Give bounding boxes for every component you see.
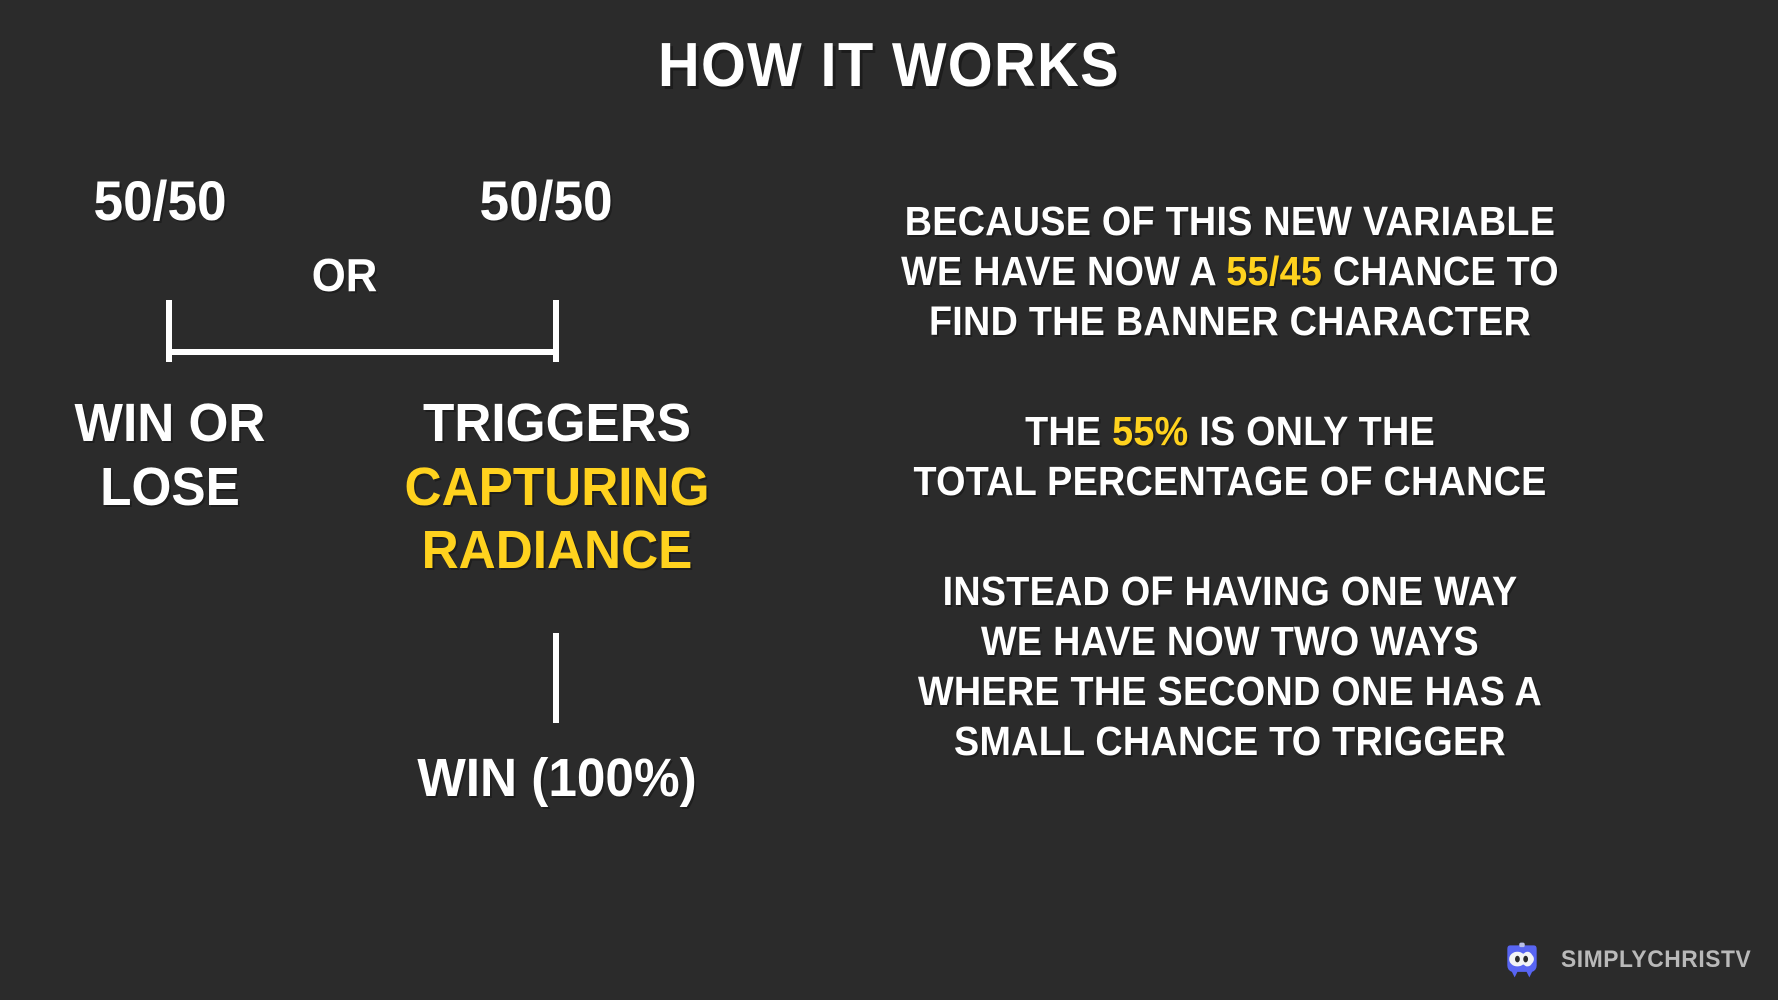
note-line: WE HAVE NOW A 55/45 CHANCE TO [871, 246, 1589, 296]
note-text: THE [1025, 408, 1113, 455]
note-accent-text: 55% [1112, 408, 1189, 455]
note-text: WE HAVE NOW A [901, 248, 1227, 295]
note-text: INSTEAD OF HAVING ONE WAY [942, 568, 1518, 615]
note-text: IS ONLY THE [1188, 408, 1435, 455]
note-text: SMALL CHANCE TO TRIGGER [954, 718, 1506, 765]
watermark: SIMPLYCHRISTV [1500, 938, 1756, 982]
branch-connector-line [553, 633, 559, 723]
note-line: THE 55% IS ONLY THE [871, 406, 1589, 456]
note-text: FIND THE BANNER CHARACTER [928, 298, 1532, 345]
page-title: HOW IT WORKS [658, 31, 1120, 100]
bracket-tick-right [553, 300, 559, 362]
probability-diagram: 50/50 50/50 OR WIN OR LOSE TRIGGERS CAPT… [0, 0, 820, 1000]
branch-right-accent-label: CAPTURING RADIANCE [404, 456, 710, 581]
branch-outcome-right: TRIGGERS CAPTURING RADIANCE [360, 392, 753, 583]
note-text: CHANCE TO [1322, 248, 1559, 295]
note-accent-text: 55/45 [1226, 248, 1323, 295]
discord-icon [1507, 942, 1537, 978]
branch-outcome-left: WIN OR LOSE [74, 393, 266, 517]
note-line: FIND THE BANNER CHARACTER [871, 296, 1589, 346]
bracket-tick-left [166, 300, 172, 362]
note-text: BECAUSE OF THIS NEW VARIABLE [904, 198, 1556, 244]
or-connector-label: OR [311, 249, 378, 301]
note-line: WHERE THE SECOND ONE HAS A [871, 666, 1589, 716]
odds-label-left: 50/50 [93, 169, 227, 232]
note-text: TOTAL PERCENTAGE OF CHANCE [913, 458, 1547, 505]
branch-right-primary-label: TRIGGERS [423, 393, 691, 453]
note-line: SMALL CHANCE TO TRIGGER [871, 716, 1589, 766]
note-line: BECAUSE OF THIS NEW VARIABLE [871, 196, 1589, 246]
note-line: INSTEAD OF HAVING ONE WAY [871, 566, 1589, 616]
note-text: WE HAVE NOW TWO WAYS [980, 618, 1479, 665]
odds-label-right: 50/50 [479, 169, 613, 232]
final-outcome-label: WIN (100%) [417, 748, 697, 808]
bracket-horizontal-rule [168, 349, 558, 355]
note-line: WE HAVE NOW TWO WAYS [871, 616, 1589, 666]
note-text: WHERE THE SECOND ONE HAS A [917, 668, 1543, 715]
watermark-name: SIMPLYCHRISTV [1560, 946, 1751, 973]
note-line: TOTAL PERCENTAGE OF CHANCE [871, 456, 1589, 506]
